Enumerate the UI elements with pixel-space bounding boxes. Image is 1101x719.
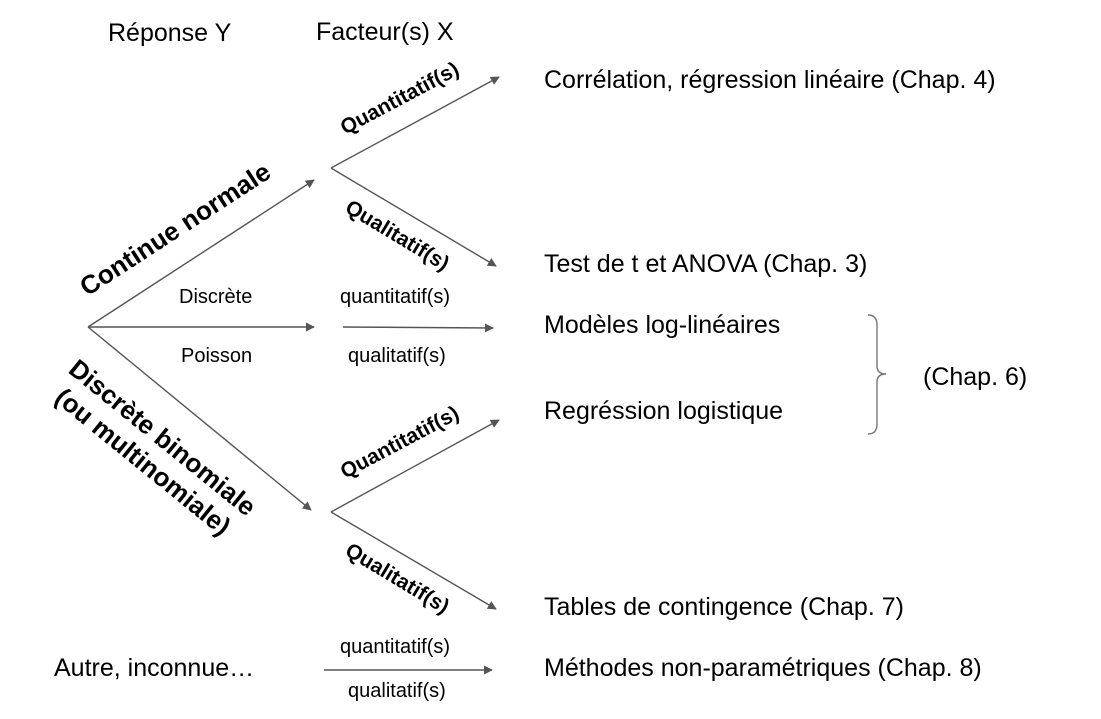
result-nonparametric: Méthodes non-paramétriques (Chap. 8) bbox=[544, 654, 982, 682]
header-response: Réponse Y bbox=[108, 19, 232, 47]
header-factor: Facteur(s) X bbox=[316, 18, 454, 46]
result-loglinear: Modèles log-linéaires bbox=[544, 311, 781, 339]
label-other-qualitatif: qualitatif(s) bbox=[348, 680, 446, 702]
label-quantitatif-small: quantitatif(s) bbox=[340, 286, 451, 308]
result-chap6: (Chap. 6) bbox=[923, 363, 1028, 391]
label-poisson: Poisson bbox=[181, 345, 253, 367]
arrow-continue-quant bbox=[330, 76, 500, 169]
right-brace bbox=[867, 314, 887, 435]
result-correlation: Corrélation, régression linéaire (Chap. … bbox=[544, 66, 996, 94]
result-ttest-anova: Test de t et ANOVA (Chap. 3) bbox=[544, 250, 868, 278]
result-logistic: Regréssion logistique bbox=[544, 397, 784, 425]
arrow-binomial-quant bbox=[330, 419, 500, 513]
arrow-to-continue bbox=[87, 179, 315, 328]
label-discrete: Discrète bbox=[179, 286, 253, 308]
arrow-poisson-loglinear bbox=[342, 323, 494, 333]
result-contingency: Tables de contingence (Chap. 7) bbox=[544, 593, 904, 621]
arrow-continue-qual bbox=[330, 167, 497, 267]
label-qualitatif-small: qualitatif(s) bbox=[348, 345, 446, 367]
label-other-quantitatif: quantitatif(s) bbox=[340, 636, 451, 658]
arrow-binomial-qual bbox=[330, 511, 497, 610]
label-autre-inconnue: Autre, inconnue… bbox=[54, 654, 255, 682]
arrow-to-binomial bbox=[87, 326, 312, 511]
